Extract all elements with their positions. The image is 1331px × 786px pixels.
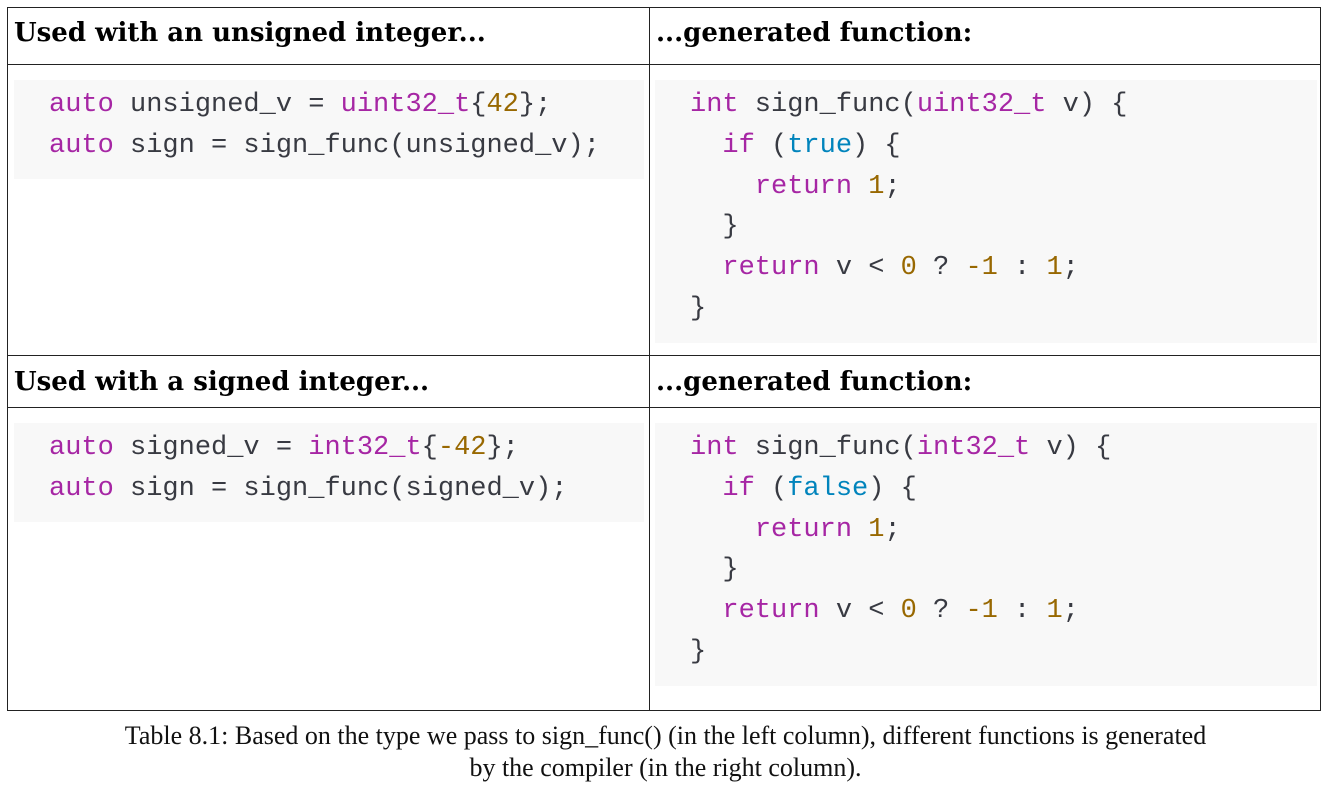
code-token: (	[754, 130, 788, 161]
code-token: false	[787, 473, 869, 504]
code-token: ;	[884, 514, 901, 545]
code-line: auto sign = sign_func(signed_v);	[49, 469, 644, 510]
code-token: {	[470, 90, 487, 120]
code-token: ;	[1062, 596, 1079, 627]
code-line: int sign_func(uint32_t v) {	[690, 85, 1317, 126]
code-token	[852, 515, 868, 545]
code-line: }	[690, 289, 1317, 330]
code-token: v) {	[1030, 433, 1112, 463]
code-line: return v < 0 ? -1 : 1;	[690, 591, 1317, 632]
header-signed: Used with a signed integer...	[14, 367, 430, 397]
code-token: -1	[965, 596, 998, 627]
code-token: sign = sign_func(signed_v);	[113, 473, 568, 504]
code-token: v) {	[1046, 90, 1128, 120]
code-token	[690, 172, 755, 202]
code-line: return 1;	[690, 510, 1317, 551]
code-token: }	[690, 212, 739, 243]
row-divider	[8, 64, 1320, 65]
code-token: sign = sign_func(unsigned_v);	[113, 130, 600, 161]
code-token: };	[518, 90, 552, 120]
code-token: ?	[916, 596, 966, 627]
caption-line-1: Table 8.1: Based on the type we pass to …	[124, 721, 1207, 750]
code-line: if (true) {	[690, 126, 1317, 167]
code-line: int sign_func(int32_t v) {	[690, 428, 1317, 469]
code-block-signed-usage: auto signed_v = int32_t{-42};auto sign =…	[14, 423, 644, 522]
code-token	[690, 515, 755, 545]
code-token: int32_t	[308, 433, 422, 463]
code-token: };	[486, 433, 519, 463]
code-token: ?	[916, 253, 966, 284]
code-token: 1	[1046, 596, 1063, 627]
code-line: auto signed_v = int32_t{-42};	[49, 428, 644, 469]
code-token: auto	[49, 130, 114, 161]
code-token: 42	[486, 90, 519, 120]
code-token: v <	[819, 596, 901, 627]
code-token: if	[722, 473, 755, 504]
code-token	[690, 474, 722, 504]
code-block-signed-function: int sign_func(int32_t v) { if (false) { …	[655, 423, 1317, 686]
caption-line-2: by the compiler (in the right column).	[469, 753, 862, 782]
code-token	[690, 131, 722, 161]
code-token: ) {	[852, 130, 901, 161]
code-token: return	[754, 514, 853, 545]
code-token: signed_v =	[113, 433, 309, 463]
code-line: auto unsigned_v = uint32_t{42};	[49, 85, 644, 126]
code-token: 0	[900, 253, 917, 284]
code-token: auto	[49, 473, 114, 504]
code-line: }	[690, 632, 1317, 673]
code-token: -42	[437, 433, 487, 463]
code-token: ;	[884, 171, 901, 202]
code-token: 1	[1046, 253, 1063, 284]
code-line: auto sign = sign_func(unsigned_v);	[49, 126, 644, 167]
code-token	[690, 596, 722, 626]
code-token: unsigned_v =	[113, 90, 341, 120]
header-unsigned: Used with an unsigned integer...	[14, 18, 486, 48]
code-token: }	[690, 293, 707, 324]
code-token: int	[690, 433, 739, 463]
code-token: if	[722, 130, 755, 161]
code-token: return	[722, 253, 820, 284]
code-token	[852, 172, 868, 202]
code-block-unsigned-usage: auto unsigned_v = uint32_t{42};auto sign…	[14, 80, 644, 179]
code-token: uint32_t	[340, 90, 471, 120]
row-divider	[8, 355, 1320, 356]
code-token: sign_func(	[738, 433, 917, 463]
code-token: auto	[49, 433, 114, 463]
code-token: true	[787, 130, 853, 161]
code-token: -1	[965, 253, 998, 284]
code-token: v <	[819, 253, 901, 284]
code-token: }	[690, 636, 707, 667]
row-divider	[8, 407, 1320, 408]
code-block-unsigned-function: int sign_func(uint32_t v) { if (true) { …	[655, 80, 1317, 343]
table-caption: Table 8.1: Based on the type we pass to …	[0, 720, 1331, 784]
column-divider	[649, 8, 650, 710]
code-token: auto	[49, 90, 114, 120]
code-token: (	[754, 473, 788, 504]
code-token: ;	[1062, 253, 1079, 284]
code-token: return	[722, 596, 820, 627]
header-generated-unsigned: ...generated function:	[656, 18, 973, 48]
code-line: return v < 0 ? -1 : 1;	[690, 248, 1317, 289]
code-token: :	[997, 596, 1047, 627]
code-token: uint32_t	[916, 90, 1047, 120]
header-generated-signed: ...generated function:	[656, 367, 973, 397]
code-token: return	[754, 171, 853, 202]
code-token: :	[997, 253, 1047, 284]
code-line: return 1;	[690, 167, 1317, 208]
code-line: if (false) {	[690, 469, 1317, 510]
code-token	[690, 253, 722, 283]
code-line: }	[690, 207, 1317, 248]
code-line: }	[690, 550, 1317, 591]
code-token: ) {	[868, 473, 917, 504]
code-token: int32_t	[916, 433, 1031, 463]
code-token: {	[421, 433, 438, 463]
comparison-table: Used with an unsigned integer... ...gene…	[7, 7, 1321, 711]
code-token: }	[690, 555, 739, 586]
code-token: 1	[868, 171, 885, 202]
code-token: 1	[868, 514, 885, 545]
code-token: 0	[900, 596, 917, 627]
code-token: int	[690, 90, 739, 120]
code-token: sign_func(	[738, 90, 917, 120]
